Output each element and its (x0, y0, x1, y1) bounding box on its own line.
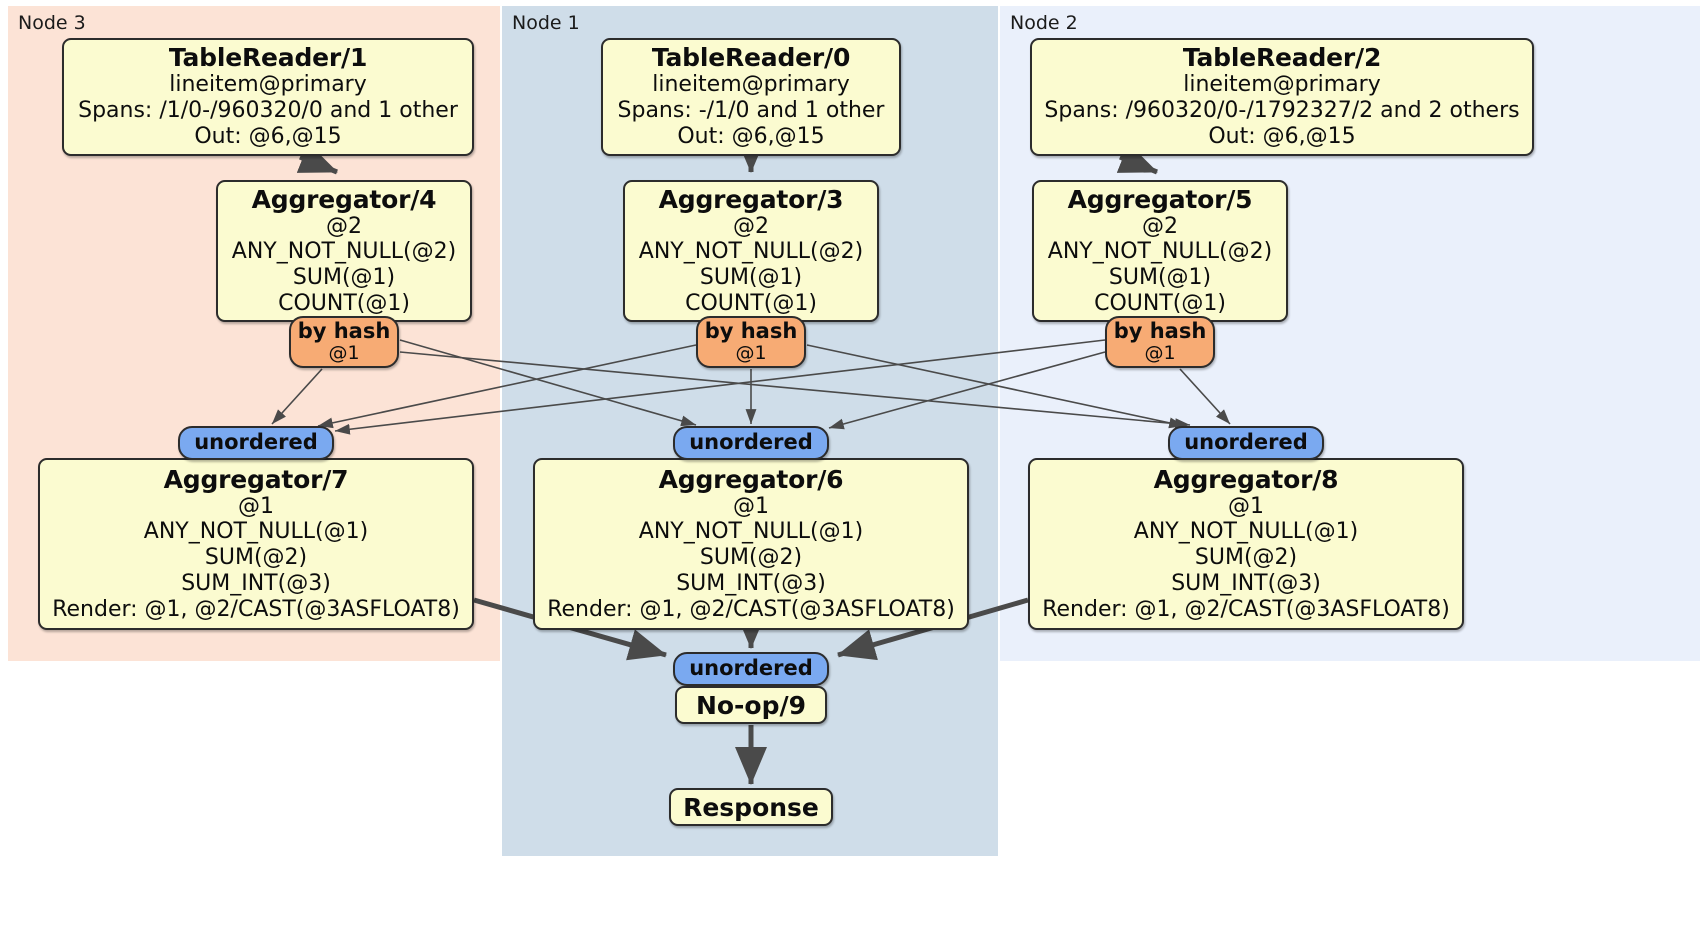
aggregator-title: Aggregator/3 (658, 184, 844, 214)
table-reader-line-0: lineitem@primary (1183, 72, 1381, 98)
aggregator-line-1: ANY_NOT_NULL(@2) (638, 239, 864, 265)
aggregator-line-3: COUNT(@1) (1094, 290, 1226, 316)
aggregator-line-1: ANY_NOT_NULL(@1) (143, 519, 369, 545)
aggregator-line-1: ANY_NOT_NULL(@2) (231, 239, 457, 265)
table-reader-line-1: Spans: -/1/0 and 1 other (617, 98, 885, 124)
aggregator-line-2: SUM(@2) (1194, 545, 1298, 571)
table-reader-line-0: lineitem@primary (652, 72, 850, 98)
hash-router-label: by hash (704, 318, 798, 343)
table-reader-line-2: Out: @6,@15 (194, 123, 342, 149)
table-reader-line-2: Out: @6,@15 (677, 123, 825, 149)
aggregator-line-0: @1 (238, 493, 274, 519)
table-reader-title: TableReader/2 (1182, 43, 1382, 73)
node-label-node1: Node 1 (512, 12, 580, 34)
processor-noop[interactable]: No-op/9 (675, 686, 827, 724)
unordered-router-label: unordered (1184, 430, 1308, 455)
aggregator-title: Aggregator/8 (1153, 464, 1339, 494)
aggregator-line-2: SUM(@2) (204, 545, 308, 571)
aggregator-line-3: SUM_INT(@3) (676, 570, 826, 596)
aggregator-line-4: Render: @1, @2/CAST(@3ASFLOAT8) (52, 596, 460, 622)
unordered-router-label: unordered (194, 430, 318, 455)
aggregator-line-4: Render: @1, @2/CAST(@3ASFLOAT8) (547, 596, 955, 622)
unordered-router-un8[interactable]: unordered (1168, 426, 1324, 460)
table-reader-title: TableReader/1 (168, 43, 368, 73)
table-reader-line-2: Out: @6,@15 (1208, 123, 1356, 149)
aggregator-line-3: COUNT(@1) (685, 290, 817, 316)
aggregator-line-0: @1 (733, 493, 769, 519)
aggregator-line-3: SUM_INT(@3) (1171, 570, 1321, 596)
hash-router-sublabel: @1 (735, 341, 767, 364)
table-reader-line-1: Spans: /1/0-/960320/0 and 1 other (78, 98, 458, 124)
aggregator-line-2: SUM(@1) (292, 265, 396, 290)
aggregator-line-0: @2 (733, 213, 769, 239)
table-reader-title: TableReader/0 (651, 43, 851, 73)
hash-router-sublabel: @1 (1144, 341, 1176, 364)
aggregator-line-0: @1 (1228, 493, 1264, 519)
unordered-router-un7[interactable]: unordered (178, 426, 334, 460)
table-reader-line-1: Spans: /960320/0-/1792327/2 and 2 others (1044, 98, 1520, 124)
unordered-router-unfin[interactable]: unordered (673, 652, 829, 686)
unordered-router-un6[interactable]: unordered (673, 426, 829, 460)
hash-router-label: by hash (1113, 318, 1207, 343)
aggregator-line-1: ANY_NOT_NULL(@2) (1047, 239, 1273, 265)
aggregator-title: Aggregator/4 (251, 184, 437, 214)
aggregator-title: Aggregator/5 (1067, 184, 1253, 214)
hash-router-label: by hash (297, 318, 391, 343)
hash-router-sublabel: @1 (328, 341, 360, 364)
aggregator-title: Aggregator/6 (658, 464, 844, 494)
aggregator-line-0: @2 (326, 213, 362, 239)
unordered-router-label: unordered (689, 656, 813, 681)
aggregator-line-2: SUM(@1) (1108, 265, 1212, 290)
aggregator-line-1: ANY_NOT_NULL(@1) (1133, 519, 1359, 545)
hash-router-hash4[interactable]: by hash@1 (289, 316, 399, 368)
processor-response[interactable]: Response (669, 788, 833, 826)
hash-router-hash5[interactable]: by hash@1 (1105, 316, 1215, 368)
hash-router-hash3[interactable]: by hash@1 (696, 316, 806, 368)
aggregator-line-1: ANY_NOT_NULL(@1) (638, 519, 864, 545)
aggregator-title: Aggregator/7 (163, 464, 349, 494)
aggregator-line-4: Render: @1, @2/CAST(@3ASFLOAT8) (1042, 596, 1450, 622)
aggregator-line-2: SUM(@1) (699, 265, 803, 290)
unordered-router-label: unordered (689, 430, 813, 455)
aggregator-line-2: SUM(@2) (699, 545, 803, 571)
aggregator-line-3: COUNT(@1) (278, 290, 410, 316)
table-reader-line-0: lineitem@primary (169, 72, 367, 98)
aggregator-line-0: @2 (1142, 213, 1178, 239)
node-label-node3: Node 3 (18, 12, 86, 34)
aggregator-line-3: SUM_INT(@3) (181, 570, 331, 596)
node-label-node2: Node 2 (1010, 12, 1078, 34)
